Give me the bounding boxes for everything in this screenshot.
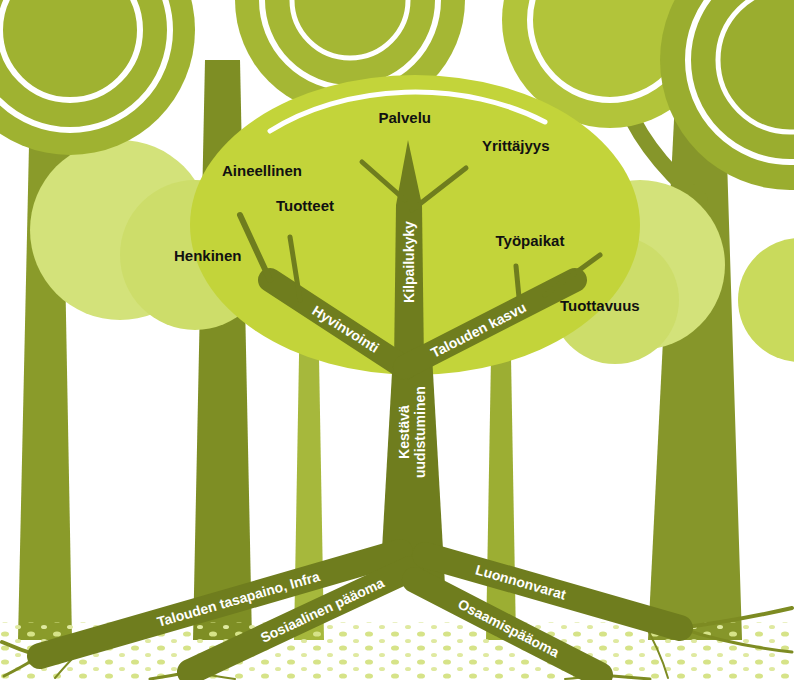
top-canopy [262,0,438,88]
top-canopy [688,0,794,162]
thin-root [680,608,792,628]
main-tree [240,215,270,280]
canopy-label: Tuotteet [276,197,334,214]
top-canopy [718,0,794,132]
canopy-label: Aineellinen [222,162,302,179]
main-canopy [190,75,640,375]
main-tree [40,162,680,675]
main-tree [415,580,600,675]
top-canopy [0,0,140,100]
main-tree [412,168,466,210]
root-label: Luonnonvarat [473,561,567,602]
main-tree [40,552,400,656]
top-canopy [0,0,170,130]
main-tree [290,237,300,300]
main-tree [40,140,680,675]
canopy-label: Palvelu [379,109,432,126]
thin-root [680,628,792,652]
canopy-label: Työpaikat [496,232,565,249]
top-canopy [292,0,408,58]
background-canopy [30,140,794,364]
branch-label: Hyvinvointi [309,302,382,356]
branch-label: Talouden kasvu [428,299,529,361]
canopy-label: Henkinen [174,247,242,264]
main-tree [394,140,424,365]
main-tree [545,255,600,295]
trunk-label: Kestävä uudistuminen [396,378,428,486]
top-canopy [660,0,794,190]
main-tree [270,280,405,368]
main-canopy [270,92,545,131]
root-label: Osaamispääoma [455,596,561,661]
main-canopy [190,75,640,375]
branch-label: Kilpailukyky [401,221,417,303]
main-tree [362,162,405,200]
canopy-label: Yrittäjyys [482,137,550,154]
canopy-label: Tuottavuus [560,297,640,314]
top-canopy [0,0,195,155]
background-canopy [738,238,794,362]
